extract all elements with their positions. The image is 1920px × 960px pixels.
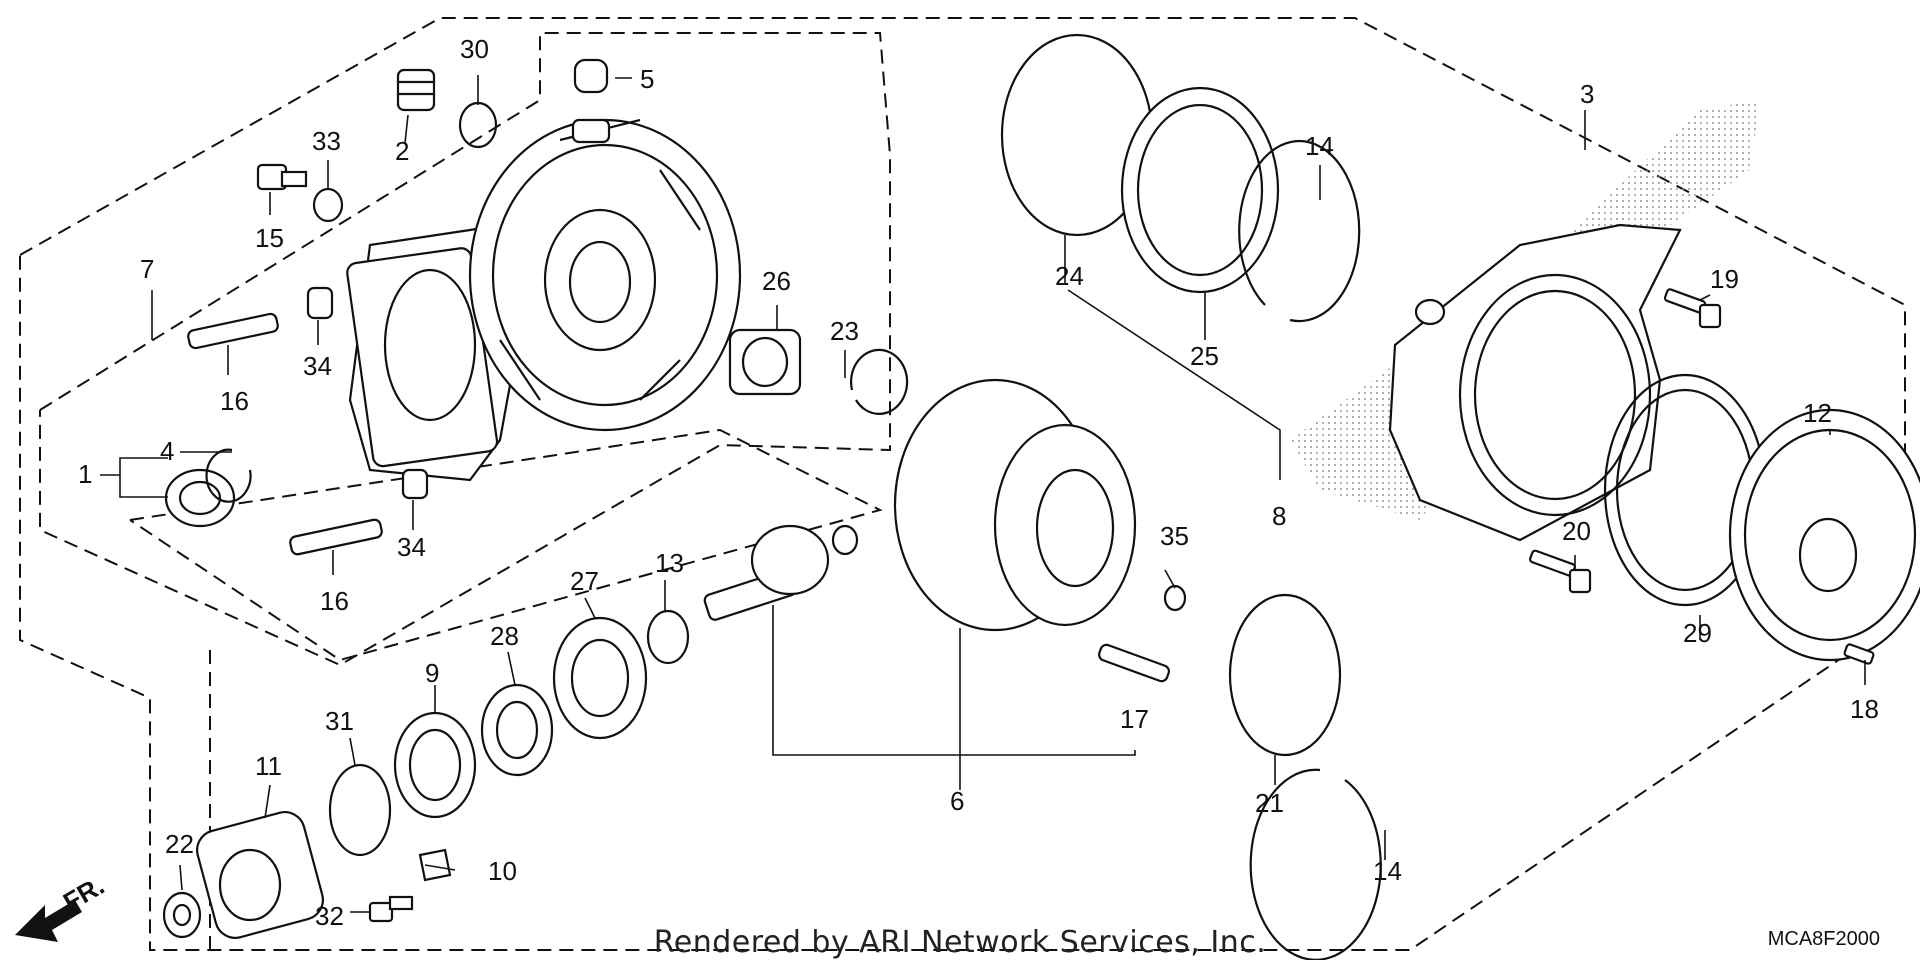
part-17-stud <box>1098 643 1170 683</box>
callout-35: 35 <box>1160 521 1189 551</box>
callout-18: 18 <box>1850 694 1879 724</box>
callout-22: 22 <box>165 829 194 859</box>
callout-7: 7 <box>140 254 154 284</box>
part-23-circlip <box>850 348 909 415</box>
callout-3: 3 <box>1580 79 1594 109</box>
part-21-ring <box>1228 593 1342 757</box>
part-25-bearing <box>1120 86 1280 294</box>
part-16-stud-upper <box>187 312 279 350</box>
part-28-oil-seal <box>480 683 554 777</box>
final-drive-housing <box>346 118 742 482</box>
part-11-joint <box>196 811 324 939</box>
leader-lines <box>100 75 1866 913</box>
part-5-cap <box>573 58 609 94</box>
part-19-bolt <box>1663 288 1722 329</box>
callout-31: 31 <box>325 706 354 736</box>
callout-34a: 34 <box>303 351 332 381</box>
part-9-locknut <box>393 711 477 819</box>
callout-29: 29 <box>1683 618 1712 648</box>
part-26-needle-bearing <box>728 328 802 396</box>
callout-10: 10 <box>488 856 517 886</box>
callout-27: 27 <box>570 566 599 596</box>
callout-26: 26 <box>762 266 791 296</box>
outer-group-outline <box>19 17 1906 951</box>
part-34-dowel-lower <box>401 468 429 500</box>
housing-group-outline <box>39 32 891 667</box>
credit-text: Rendered by ARI Network Services, Inc. <box>653 925 1267 960</box>
part-2-breather <box>396 68 436 112</box>
callout-16a: 16 <box>220 386 249 416</box>
callout-11: 11 <box>255 751 282 781</box>
part-15-bolt <box>256 163 308 191</box>
part-18-screw <box>1843 643 1875 665</box>
callout-32: 32 <box>315 901 344 931</box>
callout-33: 33 <box>312 126 341 156</box>
part-14-lower-ring <box>1249 768 1382 960</box>
part-1-bearing <box>164 468 236 528</box>
part-20-bolt <box>1529 549 1592 594</box>
part-27-bearing <box>552 616 648 740</box>
callout-24: 24 <box>1055 261 1084 291</box>
callout-5: 5 <box>640 64 654 94</box>
part-31-o-ring <box>328 763 392 857</box>
part-13-shim <box>646 609 690 665</box>
callout-13: 13 <box>655 548 684 578</box>
part-34-dowel-upper <box>306 286 334 320</box>
callout-20: 20 <box>1562 516 1591 546</box>
callout-12: 12 <box>1803 398 1832 428</box>
part-4-circlip <box>205 448 252 503</box>
part-16-stud-lower <box>289 518 383 556</box>
callout-2: 2 <box>395 136 409 166</box>
callout-16b: 16 <box>320 586 349 616</box>
callout-30: 30 <box>460 34 489 64</box>
callout-28: 28 <box>490 621 519 651</box>
callout-4: 4 <box>160 436 174 466</box>
part-3-case <box>1388 223 1682 542</box>
callout-25: 25 <box>1190 341 1219 371</box>
front-direction-arrow <box>15 900 82 942</box>
part-6-ring-gear <box>893 378 1137 632</box>
callout-34b: 34 <box>397 532 426 562</box>
part-22-nut <box>162 891 202 939</box>
part-12-disc <box>1728 408 1920 662</box>
part-14-upper-ring <box>1238 139 1361 323</box>
callout-21: 21 <box>1255 788 1284 818</box>
part-30-o-ring <box>458 101 498 149</box>
bearing-subgroup-outline <box>129 428 883 662</box>
callout-1: 1 <box>78 459 92 489</box>
callout-19: 19 <box>1710 264 1739 294</box>
part-33-washer <box>312 187 344 223</box>
part-pinion-gear <box>703 524 859 621</box>
part-10-lock-plate <box>418 848 452 882</box>
part-32-bolt <box>368 895 414 923</box>
callout-9: 9 <box>425 658 439 688</box>
callout-23: 23 <box>830 316 859 346</box>
diagram-code: MCA8F2000 <box>1767 928 1880 950</box>
callout-15: 15 <box>255 223 284 253</box>
callout-14a: 14 <box>1305 131 1334 161</box>
callout-8: 8 <box>1272 501 1286 531</box>
callout-17: 17 <box>1120 704 1149 734</box>
callout-6: 6 <box>950 786 964 816</box>
callout-14b: 14 <box>1373 856 1402 886</box>
part-35-pin <box>1163 584 1187 612</box>
